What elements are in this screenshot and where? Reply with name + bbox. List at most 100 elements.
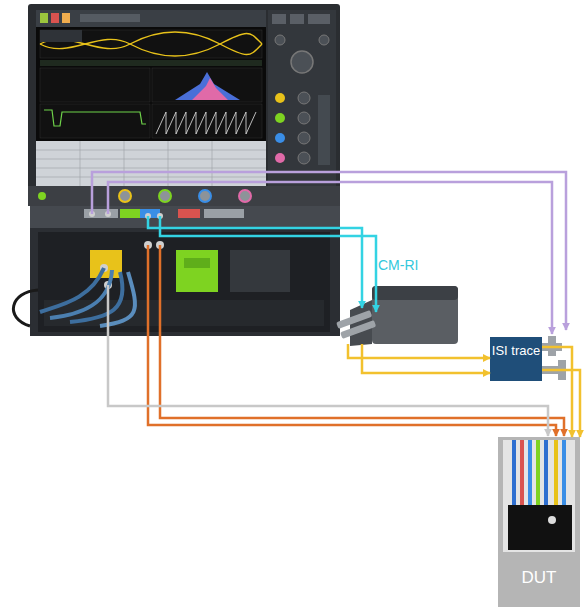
signal-cable [542,370,580,437]
oscilloscope [268,10,336,186]
tee-connector [558,360,566,380]
cm-ri-cable [148,216,376,312]
bert-cables [50,270,112,318]
dut-fixture [508,505,572,550]
data-cable [148,245,564,436]
edge-group [542,347,572,437]
oscilloscope [28,4,340,206]
dut-fixture [544,440,548,508]
oscilloscope [51,13,59,23]
dut-fixture [520,440,524,508]
tee-connector [542,336,566,380]
dut-fixture [498,437,580,607]
oscilloscope [44,110,146,126]
device-node: CM-RI [338,256,463,344]
cm-ri-cable [160,216,376,312]
dut-fixture [554,440,558,508]
oscilloscope [40,60,262,66]
edge-group [348,344,490,358]
data-cable [148,245,556,436]
oscilloscope [36,141,266,186]
process-box: ISI trace [490,337,542,381]
probe-cable [108,182,552,334]
dut-fixture [512,440,516,508]
oscilloscope [119,190,131,202]
oscilloscope [28,4,340,206]
dut-node: DUT [498,437,580,607]
bert-chassis [230,250,290,292]
oscilloscope [318,95,330,165]
oscilloscope [156,112,256,134]
oscilloscope [275,153,285,163]
probe-cable [92,172,566,330]
oscilloscope [275,35,285,45]
tee-connector [548,336,556,356]
oscilloscope [298,92,310,104]
node-label: DUT [498,569,580,588]
clock-cable [108,285,548,436]
data-cable [160,245,564,436]
oscilloscope [36,10,266,27]
dut-fixture [562,440,566,508]
oscilloscope [36,10,266,186]
dut-fixture [503,440,575,552]
clock-cable [108,285,548,436]
cm-ri-device [372,286,458,300]
signal-cable [348,344,490,358]
oscilloscope [38,192,46,200]
oscilloscope [308,14,330,24]
oscilloscope [319,35,329,45]
oscilloscope [298,152,310,164]
oscilloscope [275,113,285,123]
node-label: CM-RI [378,258,438,273]
bert-chassis [30,206,340,336]
oscilloscope [272,14,286,24]
bert-chassis [140,209,160,218]
bert-chassis [178,209,200,218]
bert-chassis [44,300,324,326]
signal-cable [362,344,490,373]
oscilloscope [298,112,310,124]
bert-cables [100,272,135,326]
oscilloscope [36,141,266,186]
oscilloscope [298,132,310,144]
bert-chassis [30,206,340,228]
probe-cable [92,172,566,334]
oscilloscope [40,104,150,138]
node-label: ISI trace [490,344,542,358]
bert-chassis [38,232,330,332]
oscilloscope [159,190,171,202]
signal-cable [542,347,572,437]
bert-chassis [176,250,218,292]
dut-fixture [548,516,556,524]
oscilloscope [199,190,211,202]
oscilloscope [40,30,262,58]
bert-chassis [90,250,122,278]
cm-ri-device [340,320,376,339]
oscilloscope [175,72,240,100]
oscilloscope [275,93,285,103]
oscilloscope [152,68,262,102]
oscilloscope [40,13,48,23]
bert-chassis [84,209,118,218]
cm-ri-device [336,286,458,346]
oscilloscope [28,186,340,206]
oscilloscope [40,30,82,42]
oscilloscope [80,14,140,22]
dut-fixture [528,440,532,508]
oscilloscope [62,13,70,23]
edge-group [362,344,490,373]
oscilloscope [40,68,150,102]
cm-ri-cable [148,216,362,308]
bert-chassis [30,206,340,336]
edge-group [542,370,580,437]
bert-cables [13,268,135,326]
oscilloscope [152,104,262,138]
oscilloscope [290,14,304,24]
oscilloscope [275,133,285,143]
bert-cables [70,272,123,322]
dut-fixture [536,440,540,508]
